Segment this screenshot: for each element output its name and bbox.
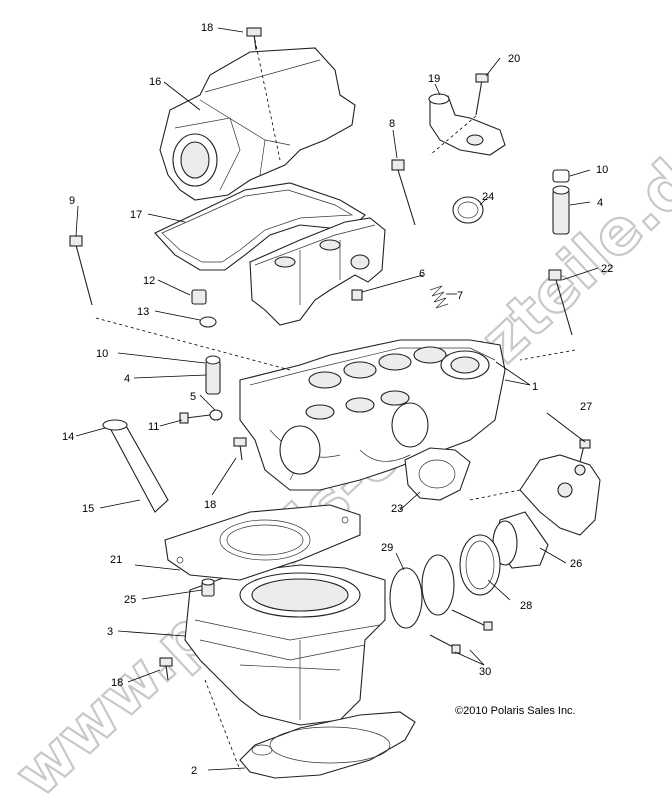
callout-23: 23: [391, 503, 403, 515]
callout-8: 8: [389, 118, 395, 130]
callout-4-left: 4: [124, 373, 130, 385]
callout-9: 9: [69, 195, 75, 207]
outlet-gasket-part: [404, 447, 471, 501]
callout-18-lower: 18: [111, 677, 123, 689]
callout-7: 7: [457, 290, 463, 302]
callout-10-left: 10: [96, 348, 108, 360]
copyright-text: ©2010 Polaris Sales Inc.: [455, 705, 576, 717]
o-ring-part: [452, 196, 484, 224]
callout-4-right: 4: [597, 197, 603, 209]
callout-10-right: 10: [596, 164, 608, 176]
intake-clamp-part: [389, 534, 501, 629]
callout-14: 14: [62, 431, 74, 443]
callout-22: 22: [601, 263, 613, 275]
head-gasket-part: [164, 504, 361, 581]
valve-cover-part: [159, 47, 356, 201]
callout-1: 1: [532, 381, 538, 393]
callout-21: 21: [110, 554, 122, 566]
callout-28: 28: [520, 600, 532, 612]
water-outlet-part: [428, 93, 506, 156]
callout-20: 20: [508, 53, 520, 65]
callout-16: 16: [149, 76, 161, 88]
callout-2: 2: [191, 765, 197, 777]
dowel-pin-part: [201, 578, 215, 597]
intake-adapter-part: [492, 454, 601, 569]
callout-27: 27: [580, 401, 592, 413]
callout-19: 19: [428, 73, 440, 85]
valve-guide-part-left: [205, 355, 221, 395]
callout-11: 11: [148, 421, 159, 433]
callout-13: 13: [137, 306, 149, 318]
callout-3: 3: [107, 626, 113, 638]
base-gasket-part: [239, 711, 416, 779]
callout-30: 30: [479, 666, 491, 678]
valve-guide-part-right: [552, 169, 570, 235]
valve-cover-gasket-part: [154, 182, 366, 271]
cylinder-head-part: [239, 339, 506, 491]
fasteners: [69, 27, 591, 681]
callout-12: 12: [143, 275, 155, 287]
leader-lines: [75, 27, 599, 771]
callout-17: 17: [130, 209, 142, 221]
spark-plug-tube-part: [102, 419, 169, 513]
callout-6: 6: [419, 268, 425, 280]
callout-29: 29: [381, 542, 393, 554]
callout-18-mid: 18: [204, 499, 216, 511]
callout-labels: 1 2 3 4 4 5 6 7 8 9 10 10 11 12 13 14 15…: [62, 22, 613, 777]
callout-18-top: 18: [201, 22, 213, 34]
callout-24: 24: [482, 191, 494, 203]
callout-15: 15: [82, 503, 94, 515]
callout-26: 26: [570, 558, 582, 570]
callout-5: 5: [190, 391, 196, 403]
cylinder-part: [184, 564, 386, 726]
camshaft-carrier-part: [249, 217, 386, 326]
callout-25: 25: [124, 594, 136, 606]
